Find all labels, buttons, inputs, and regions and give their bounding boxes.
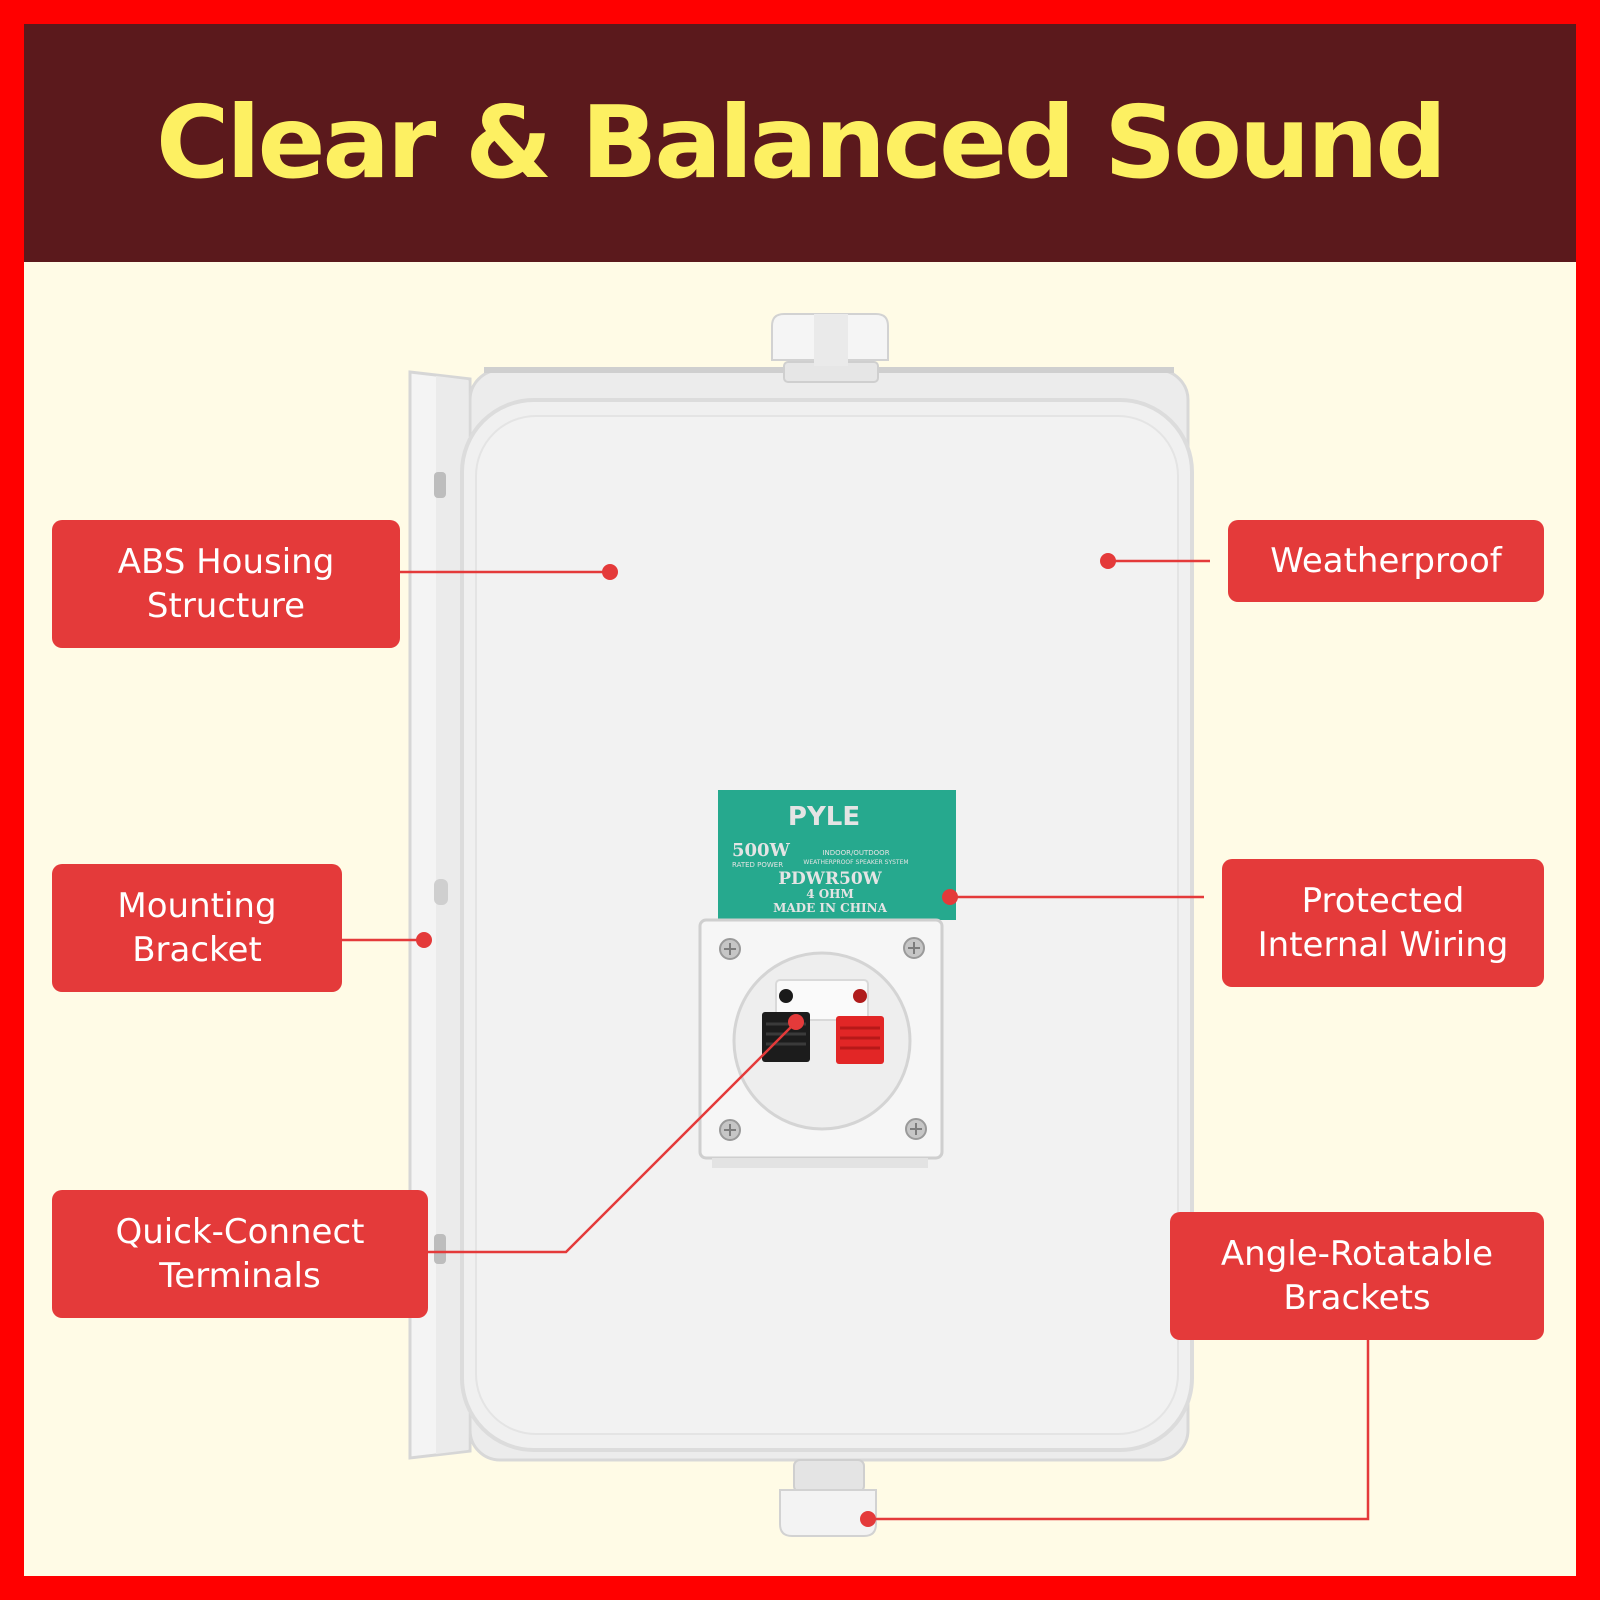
connector-angle-rotatable [868,1340,1370,1521]
content-area: Clear & Balanced Sound [24,24,1576,1576]
top-bracket-knob [771,313,889,383]
dot-protected-wiring [942,889,958,905]
product-label: PYLE 500W RATED POWER INDOOR/OUTDOOR WEA… [718,790,956,920]
screw-icon [719,938,741,960]
headline-text: Clear & Balanced Sound [156,84,1447,201]
callout-weatherproof: Weatherproof [1228,520,1544,602]
dot-quick-connect [788,1014,804,1030]
dot-angle-rotatable [860,1511,876,1527]
label-impedance: 4 OHM [806,887,854,901]
label-desc-line2: WEATHERPROOF SPEAKER SYSTEM [803,859,908,866]
dot-mounting-bracket [416,932,432,948]
label-desc-line1: INDOOR/OUTDOOR [822,849,889,857]
label-power-sub: RATED POWER [732,861,783,869]
label-brand: PYLE [788,802,860,832]
callout-quick-connect: Quick-Connect Terminals [52,1190,428,1318]
connector-quick-connect [428,1021,797,1254]
dot-abs-housing [602,564,618,580]
terminal-hole [853,989,867,1003]
bracket-slot [434,472,446,498]
label-origin: MADE IN CHINA [773,901,888,915]
terminal-hole [779,989,793,1003]
red-terminal-lever[interactable] [836,1016,884,1064]
bracket-slot [434,1234,446,1264]
screw-icon [903,937,925,959]
callout-dots [416,553,1116,1527]
bracket-slot [434,879,448,905]
speaker-illustration: PYLE 500W RATED POWER INDOOR/OUTDOOR WEA… [342,313,1370,1537]
screw-icon [719,1119,741,1141]
callout-angle-rotatable: Angle-Rotatable Brackets [1170,1212,1544,1340]
callout-connectors [342,559,1370,1521]
label-power: 500W [732,840,791,861]
callout-mounting-bracket: Mounting Bracket [52,864,342,992]
callout-abs-housing: ABS Housing Structure [52,520,400,648]
terminal-plate [698,918,944,1168]
dot-weatherproof [1100,553,1116,569]
bottom-bracket-knob [779,1459,877,1537]
screw-icon [905,1118,927,1140]
callout-protected-wiring: Protected Internal Wiring [1222,859,1544,987]
headline-banner: Clear & Balanced Sound [24,24,1576,262]
label-model: PDWR50W [778,869,882,889]
